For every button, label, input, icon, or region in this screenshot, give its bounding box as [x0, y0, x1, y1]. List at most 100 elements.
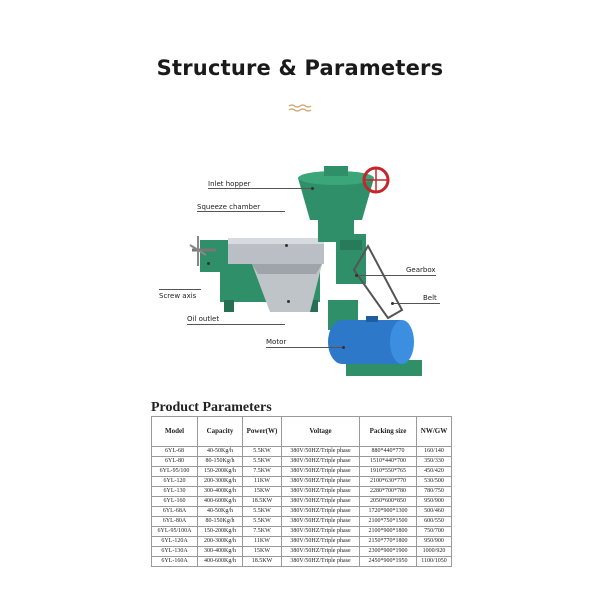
cell-capacity: 80-150Kg/h: [197, 456, 243, 467]
table-row: 6YL-160A 400-600Kg/h 18.5KW 380V/50HZ/Tr…: [151, 556, 452, 567]
cell-nw-gw: 950/900: [416, 536, 452, 547]
cell-nw-gw: 450/420: [416, 466, 452, 477]
cell-model: 6YL-120A: [151, 536, 198, 547]
product-parameters-table: Model Capacity Power(W) Voltage Packing …: [151, 416, 452, 567]
cell-power: 11KW: [242, 536, 282, 547]
cell-voltage: 380V/50HZ/Triple phase: [281, 486, 360, 497]
cell-capacity: 40-50Kg/h: [197, 506, 243, 517]
cell-capacity: 80-150Kg/h: [197, 516, 243, 527]
leader-gearbox: [356, 275, 436, 276]
label-inlet-hopper: Inlet hopper: [208, 180, 251, 188]
cell-model: 6YL-95/100: [151, 466, 198, 477]
oil-press-machine-illustration: [189, 166, 422, 376]
cell-voltage: 380V/50HZ/Triple phase: [281, 516, 360, 527]
cell-voltage: 380V/50HZ/Triple phase: [281, 476, 360, 487]
leader-dot-belt: [391, 302, 394, 305]
cell-capacity: 300-400Kg/h: [197, 486, 243, 497]
cell-voltage: 380V/50HZ/Triple phase: [281, 466, 360, 477]
cell-power: 18.5KW: [242, 556, 282, 567]
label-gearbox: Gearbox: [406, 266, 436, 274]
label-squeeze-chamber: Squeeze chamber: [197, 203, 261, 211]
table-row: 6YL-130 300-400Kg/h 15KW 380V/50HZ/Tripl…: [151, 486, 452, 497]
cell-power: 5.5KW: [242, 516, 282, 527]
leader-oil-outlet: [187, 324, 285, 325]
page-title: Structure & Parameters: [156, 56, 444, 80]
cell-packing-size: 2100*900*1800: [359, 526, 417, 537]
column-header-model: Model: [151, 416, 198, 447]
label-oil-outlet: Oil outlet: [187, 315, 220, 323]
cell-capacity: 400-600Kg/h: [197, 496, 243, 507]
label-screw-axis: Screw axis: [159, 292, 197, 300]
table-row: 6YL-95/100 150-200Kg/h 7.5KW 380V/50HZ/T…: [151, 466, 452, 477]
cell-capacity: 200-300Kg/h: [197, 536, 243, 547]
cell-power: 11KW: [242, 476, 282, 487]
cell-nw-gw: 950/900: [416, 496, 452, 507]
cell-power: 7.5KW: [242, 526, 282, 537]
cell-voltage: 380V/50HZ/Triple phase: [281, 446, 360, 457]
cell-model: 6YL-68: [151, 446, 198, 457]
cell-model: 6YL-80A: [151, 516, 198, 527]
table-header-row: Model Capacity Power(W) Voltage Packing …: [151, 416, 452, 447]
cell-packing-size: 1910*550*765: [359, 466, 417, 477]
cell-voltage: 380V/50HZ/Triple phase: [281, 456, 360, 467]
leader-dot-gearbox: [355, 274, 358, 277]
column-header-voltage: Voltage: [281, 416, 360, 447]
table-row: 6YL-130A 300-400Kg/h 15KW 380V/50HZ/Trip…: [151, 546, 452, 557]
cell-power: 5.5KW: [242, 446, 282, 457]
leader-inlet-hopper: [208, 188, 312, 189]
table-row: 6YL-160 400-600Kg/h 18.5KW 380V/50HZ/Tri…: [151, 496, 452, 507]
table-row: 6YL-68A 40-50Kg/h 5.5KW 380V/50HZ/Triple…: [151, 506, 452, 517]
leader-dot-motor: [342, 346, 345, 349]
leader-motor: [266, 347, 342, 348]
column-header-nw-gw: NW/GW: [416, 416, 452, 447]
cell-model: 6YL-160A: [151, 556, 198, 567]
cell-nw-gw: 160/140: [416, 446, 452, 457]
cell-voltage: 380V/50HZ/Triple phase: [281, 536, 360, 547]
leader-screw-axis: [159, 289, 201, 290]
leader-dot-squeeze-chamber: [285, 244, 288, 247]
cell-nw-gw: 350/330: [416, 456, 452, 467]
cell-nw-gw: 500/460: [416, 506, 452, 517]
section-title-product-parameters: Product Parameters: [151, 400, 272, 415]
cell-model: 6YL-95/100A: [151, 526, 198, 537]
cell-capacity: 150-200Kg/h: [197, 526, 243, 537]
column-header-power: Power(W): [242, 416, 282, 447]
cell-capacity: 40-50Kg/h: [197, 446, 243, 457]
table-row: 6YL-80A 80-150Kg/h 5.5KW 380V/50HZ/Tripl…: [151, 516, 452, 527]
table-row: 6YL-68 40-50Kg/h 5.5KW 380V/50HZ/Triple …: [151, 446, 452, 457]
cell-model: 6YL-68A: [151, 506, 198, 517]
cell-model: 6YL-130: [151, 486, 198, 497]
cell-nw-gw: 530/500: [416, 476, 452, 487]
column-header-capacity: Capacity: [197, 416, 243, 447]
cell-capacity: 200-300Kg/h: [197, 476, 243, 487]
cell-packing-size: 2100*750*1500: [359, 516, 417, 527]
cell-capacity: 150-200Kg/h: [197, 466, 243, 477]
cell-model: 6YL-160: [151, 496, 198, 507]
leader-squeeze-chamber: [197, 211, 285, 212]
cell-model: 6YL-120: [151, 476, 198, 487]
label-motor: Motor: [266, 338, 287, 346]
table-row: 6YL-120 200-300Kg/h 11KW 380V/50HZ/Tripl…: [151, 476, 452, 487]
cell-power: 5.5KW: [242, 456, 282, 467]
table-row: 6YL-95/100A 150-200Kg/h 7.5KW 380V/50HZ/…: [151, 526, 452, 537]
cell-model: 6YL-130A: [151, 546, 198, 557]
cell-power: 15KW: [242, 486, 282, 497]
cell-nw-gw: 1100/1050: [416, 556, 452, 567]
leader-dot-inlet-hopper: [311, 187, 314, 190]
cell-nw-gw: 1000/920: [416, 546, 452, 557]
leader-dot-oil-outlet: [287, 300, 290, 303]
leader-dot-screw-axis: [207, 262, 210, 265]
cell-power: 18.5KW: [242, 496, 282, 507]
wave-divider-icon: [288, 104, 312, 112]
cell-voltage: 380V/50HZ/Triple phase: [281, 526, 360, 537]
cell-packing-size: 1720*900*1300: [359, 506, 417, 517]
cell-nw-gw: 750/700: [416, 526, 452, 537]
cell-packing-size: 2100*630*770: [359, 476, 417, 487]
cell-power: 15KW: [242, 546, 282, 557]
cell-power: 7.5KW: [242, 466, 282, 477]
cell-voltage: 380V/50HZ/Triple phase: [281, 546, 360, 557]
cell-model: 6YL-80: [151, 456, 198, 467]
label-belt: Belt: [423, 294, 437, 302]
cell-packing-size: 2300*900*1900: [359, 546, 417, 557]
cell-voltage: 380V/50HZ/Triple phase: [281, 496, 360, 507]
